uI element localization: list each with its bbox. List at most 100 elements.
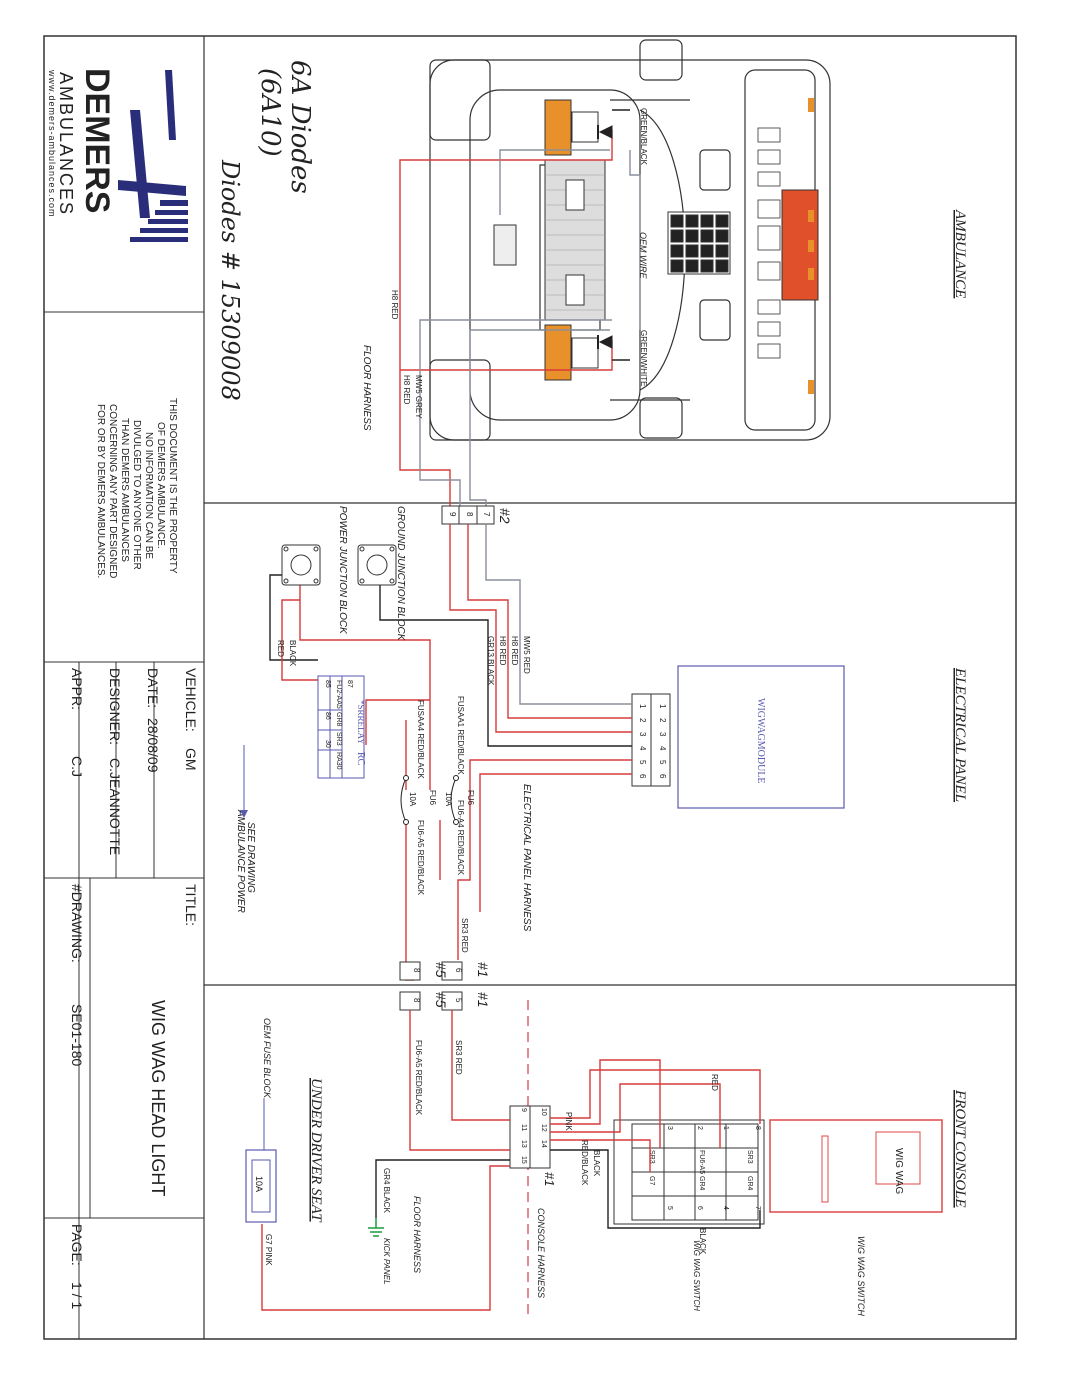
svg-text:GR8: GR8 bbox=[335, 712, 342, 727]
module-connector: 1 2 3 4 5 6 1 2 3 4 5 6 bbox=[631, 693, 671, 787]
window-grid bbox=[667, 211, 731, 275]
vehicle-label: VEHICLE: bbox=[183, 668, 199, 732]
svg-text:13: 13 bbox=[520, 1140, 527, 1148]
appr-value: C.J bbox=[69, 756, 85, 777]
svg-text:12: 12 bbox=[540, 1124, 547, 1132]
svg-text:85: 85 bbox=[324, 680, 331, 688]
grille bbox=[493, 159, 606, 321]
svg-text:9: 9 bbox=[448, 512, 457, 517]
svg-text:2: 2 bbox=[696, 1126, 703, 1130]
svg-text:3: 3 bbox=[638, 732, 647, 737]
svg-text:G7 PINK: G7 PINK bbox=[264, 1234, 273, 1266]
ambulance-wires bbox=[399, 109, 641, 515]
svg-text:2: 2 bbox=[658, 718, 667, 723]
svg-text:CONCERNING ANY PART DESIGNED: CONCERNING ANY PART DESIGNED bbox=[107, 404, 118, 578]
svg-text:FU6: FU6 bbox=[466, 790, 475, 806]
svg-text:8: 8 bbox=[754, 1126, 761, 1130]
svg-text:RED: RED bbox=[710, 1074, 719, 1091]
electrical-wires bbox=[269, 524, 632, 981]
svg-text:2: 2 bbox=[638, 718, 647, 723]
label-panel-harness: ELECTRICAL PANEL HARNESS bbox=[521, 784, 532, 932]
svg-text:PINK: PINK bbox=[564, 1112, 573, 1131]
date-label: DATE: bbox=[145, 668, 161, 708]
svg-text:6: 6 bbox=[696, 1206, 703, 1210]
svg-text:6: 6 bbox=[658, 774, 667, 779]
svg-text:THIS DOCUMENT IS THE PROPERTY: THIS DOCUMENT IS THE PROPERTY bbox=[167, 398, 178, 574]
svg-text:RC: RC bbox=[355, 752, 366, 766]
label-console-harness: CONSOLE HARNESS bbox=[536, 1208, 546, 1298]
section-front-console: FRONT CONSOLE bbox=[952, 1089, 968, 1208]
label-floor-harness: FLOOR HARNESS bbox=[361, 345, 372, 431]
svg-text:FOR OR BY DEMERS AMBULANCES.: FOR OR BY DEMERS AMBULANCES. bbox=[95, 404, 106, 578]
label-green-black: GREEN/BLACK bbox=[639, 108, 648, 166]
svg-text:RED/BLACK: RED/BLACK bbox=[580, 1140, 589, 1186]
page-label: PAGE: bbox=[69, 1224, 85, 1266]
svg-text:4: 4 bbox=[722, 1206, 729, 1210]
notice-block: THIS DOCUMENT IS THE PROPERTY OF DEMERS … bbox=[95, 398, 178, 578]
svg-text:GR4: GR4 bbox=[698, 1176, 705, 1191]
label-kick-panel: KICK PANEL bbox=[382, 1238, 391, 1285]
vehicle-value: GM bbox=[183, 748, 199, 771]
svg-text:WIG WAG: WIG WAG bbox=[893, 1148, 904, 1195]
svg-text:14: 14 bbox=[540, 1140, 547, 1148]
section-ambulance: AMBULANCE bbox=[952, 209, 968, 298]
svg-text:3: 3 bbox=[666, 1126, 673, 1130]
svg-text:5: 5 bbox=[638, 760, 647, 765]
drawing-number: SE01-180 bbox=[69, 1004, 85, 1066]
date-value: 28/08/09 bbox=[145, 718, 161, 773]
drawing-label: #DRAWING: bbox=[69, 884, 85, 963]
svg-text:6: 6 bbox=[454, 968, 463, 973]
label-mw5-grey: MW5 GREY bbox=[414, 375, 423, 419]
diode-left bbox=[597, 125, 613, 139]
svg-text:#5: #5 bbox=[433, 992, 449, 1008]
ground-junction-block bbox=[357, 544, 397, 586]
svg-text:9: 9 bbox=[520, 1108, 527, 1112]
svg-text:BLACK: BLACK bbox=[698, 1228, 707, 1255]
amber-light-left bbox=[544, 99, 572, 156]
svg-text:30: 30 bbox=[324, 740, 331, 748]
label-wig-wag-switch: WIG WAG SWITCH bbox=[856, 1236, 866, 1316]
svg-text:FU6-A4 RED/BLACK: FU6-A4 RED/BLACK bbox=[456, 800, 465, 876]
label-ambulance-power: AMBULANCE POWER bbox=[235, 809, 246, 913]
svg-text:15: 15 bbox=[520, 1156, 527, 1164]
demers-logo: DEMERS AMBULANCES www.demers-ambulances.… bbox=[47, 68, 188, 242]
svg-text:FUSAA1 RED/BLACK: FUSAA1 RED/BLACK bbox=[456, 696, 465, 775]
svg-text:FU6-A5 RED/BLACK: FU6-A5 RED/BLACK bbox=[414, 1040, 423, 1116]
svg-text:GR4 BLACK: GR4 BLACK bbox=[382, 1168, 391, 1214]
svg-text:10A: 10A bbox=[408, 792, 417, 807]
label-h8-red-b: H8 RED bbox=[402, 375, 411, 405]
svg-text:86: 86 bbox=[324, 712, 331, 720]
svg-text:#1: #1 bbox=[475, 992, 491, 1008]
svg-text:7: 7 bbox=[482, 512, 491, 517]
connector-1-5-top: 8 6 #5 #1 bbox=[399, 961, 491, 981]
svg-text:GR4: GR4 bbox=[746, 1176, 753, 1191]
handwritten-1: 6A Diodes bbox=[285, 60, 315, 194]
label-h8-red-a: H8 RED bbox=[390, 290, 399, 320]
svg-text:H8 RED: H8 RED bbox=[498, 636, 507, 666]
svg-text:8: 8 bbox=[465, 512, 474, 517]
title-label: TITLE: bbox=[183, 884, 199, 926]
svg-text:#5: #5 bbox=[433, 962, 449, 978]
console-connector: 9 10 11 12 13 14 15 bbox=[509, 1105, 551, 1169]
svg-text:SR3 RED: SR3 RED bbox=[460, 918, 469, 953]
svg-text:1: 1 bbox=[658, 704, 667, 709]
svg-text:NO INFORMATION CAN BE: NO INFORMATION CAN BE bbox=[143, 432, 154, 559]
relay: 87 FU2-AA5 GR8 SR3 RA30 85 86 30 *SRRELA… bbox=[317, 675, 366, 779]
ground-symbol bbox=[368, 1218, 384, 1237]
designer-value: C.JEANNOTTE bbox=[107, 758, 123, 855]
svg-text:*SRRELAY: *SRRELAY bbox=[356, 700, 366, 745]
svg-text:10A: 10A bbox=[254, 1176, 264, 1192]
svg-text:MW5 RED: MW5 RED bbox=[522, 636, 531, 674]
svg-text:FU6-A5: FU6-A5 bbox=[698, 1150, 705, 1174]
oem-fuse: 10A bbox=[245, 1149, 277, 1223]
svg-text:4: 4 bbox=[658, 746, 667, 751]
logo-url: www.demers-ambulances.com bbox=[47, 69, 57, 218]
label-oem-wire: OEM WIRE bbox=[638, 232, 648, 279]
designer-label: DESIGNER: bbox=[107, 668, 123, 745]
svg-text:5: 5 bbox=[658, 760, 667, 765]
svg-text:#2: #2 bbox=[497, 508, 513, 524]
svg-text:RA30: RA30 bbox=[335, 752, 342, 770]
svg-text:BLACK: BLACK bbox=[288, 640, 297, 667]
svg-text:GR13 BLACK: GR13 BLACK bbox=[486, 636, 495, 686]
